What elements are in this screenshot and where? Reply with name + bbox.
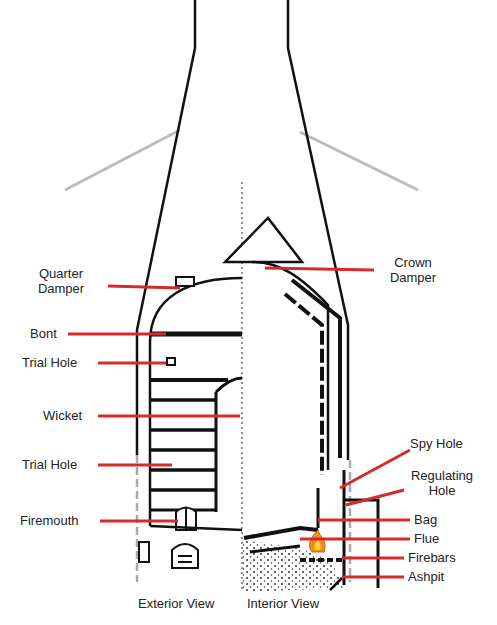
leader-line xyxy=(68,333,166,336)
part-label: Trial Hole xyxy=(22,355,102,370)
crown-damper xyxy=(225,218,302,262)
leader-lines xyxy=(68,268,410,577)
part-label: Trial Hole xyxy=(22,457,102,472)
part-label: Ashpit xyxy=(408,569,488,584)
hovel-base xyxy=(136,455,139,582)
part-label: Firebars xyxy=(408,550,488,565)
bag-wall xyxy=(317,488,320,528)
bont-band xyxy=(150,400,216,490)
firemouth-door xyxy=(172,544,198,568)
leader-line xyxy=(108,286,180,288)
part-label: Bag xyxy=(414,512,484,527)
fire-flame xyxy=(314,539,320,550)
firebars xyxy=(300,558,342,562)
oven-wall xyxy=(149,342,152,526)
firebox-wall xyxy=(344,470,378,588)
part-label: Regulating Hole xyxy=(406,468,478,498)
firemouth-box xyxy=(139,542,149,562)
part-label: Spy Hole xyxy=(410,436,490,451)
ground-line xyxy=(150,526,242,530)
leader-line xyxy=(340,450,410,488)
part-label: Firemouth xyxy=(20,513,105,528)
inner-wall xyxy=(252,262,328,470)
leader-line xyxy=(98,362,166,365)
bont-band xyxy=(150,378,228,382)
leader-line xyxy=(300,538,410,541)
leader-line xyxy=(342,557,404,560)
part-label: Flue xyxy=(414,531,484,546)
leader-line xyxy=(318,519,410,522)
skirt-line xyxy=(65,130,180,190)
wall-lining xyxy=(285,294,322,475)
oven-floor xyxy=(244,528,318,538)
leader-line xyxy=(342,576,404,579)
part-label: Interior View xyxy=(247,596,351,611)
part-label: Wicket xyxy=(43,408,113,423)
leader-line xyxy=(100,520,178,523)
part-label: Exterior View xyxy=(138,596,242,611)
part-label: Crown Damper xyxy=(376,255,450,285)
part-label: Bont xyxy=(30,326,90,341)
trial-hole xyxy=(167,358,175,365)
leader-line xyxy=(265,268,374,270)
leader-line xyxy=(346,490,404,505)
ashpit-edge xyxy=(330,578,342,590)
wicket-outline xyxy=(216,378,242,512)
quarter-damper xyxy=(176,277,194,286)
fire-flame xyxy=(310,530,326,552)
part-label: Quarter Damper xyxy=(20,266,102,296)
hovel-outline xyxy=(288,0,348,460)
ground-fill xyxy=(242,540,345,592)
leader-line xyxy=(98,415,240,418)
flue-line xyxy=(250,546,300,552)
leader-line xyxy=(98,464,172,467)
hovel-outline xyxy=(137,0,195,455)
